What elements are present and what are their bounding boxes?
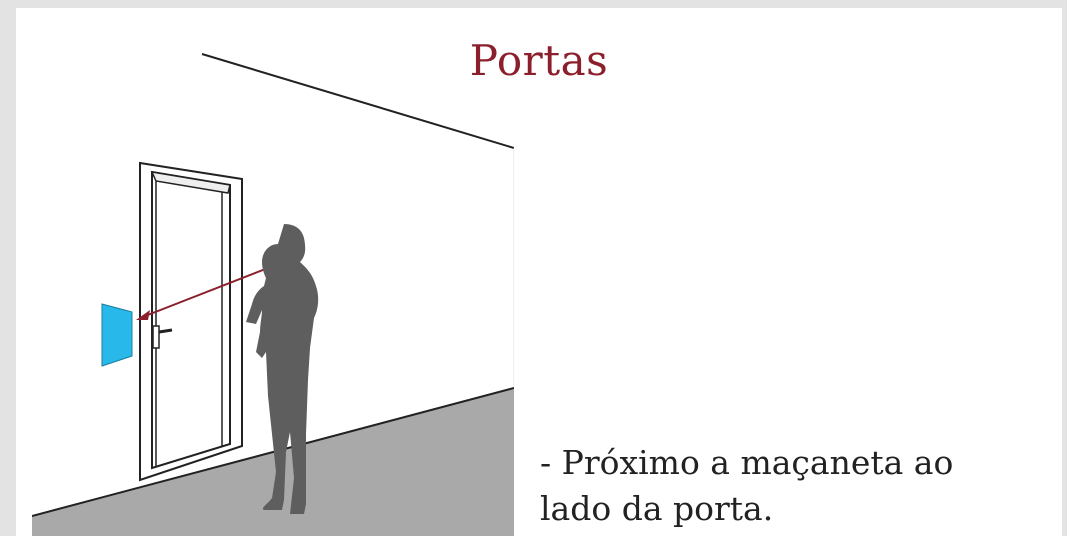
door-icon — [139, 161, 243, 482]
person-silhouette-icon — [246, 224, 319, 514]
door-illustration — [32, 53, 514, 536]
sign-panel-icon — [101, 303, 133, 367]
slide: Portas - Próximo a maçane — [16, 8, 1062, 536]
ceiling-line — [201, 53, 514, 149]
caption-line-2: lado da porta. — [540, 489, 774, 528]
caption: - Próximo a maçaneta ao lado da porta. — [540, 440, 1040, 532]
arrow-icon — [136, 267, 269, 320]
caption-line-1: - Próximo a maçaneta ao — [540, 443, 954, 482]
floor-line — [32, 387, 514, 517]
floor — [32, 388, 514, 536]
page-title: Portas — [469, 36, 609, 85]
